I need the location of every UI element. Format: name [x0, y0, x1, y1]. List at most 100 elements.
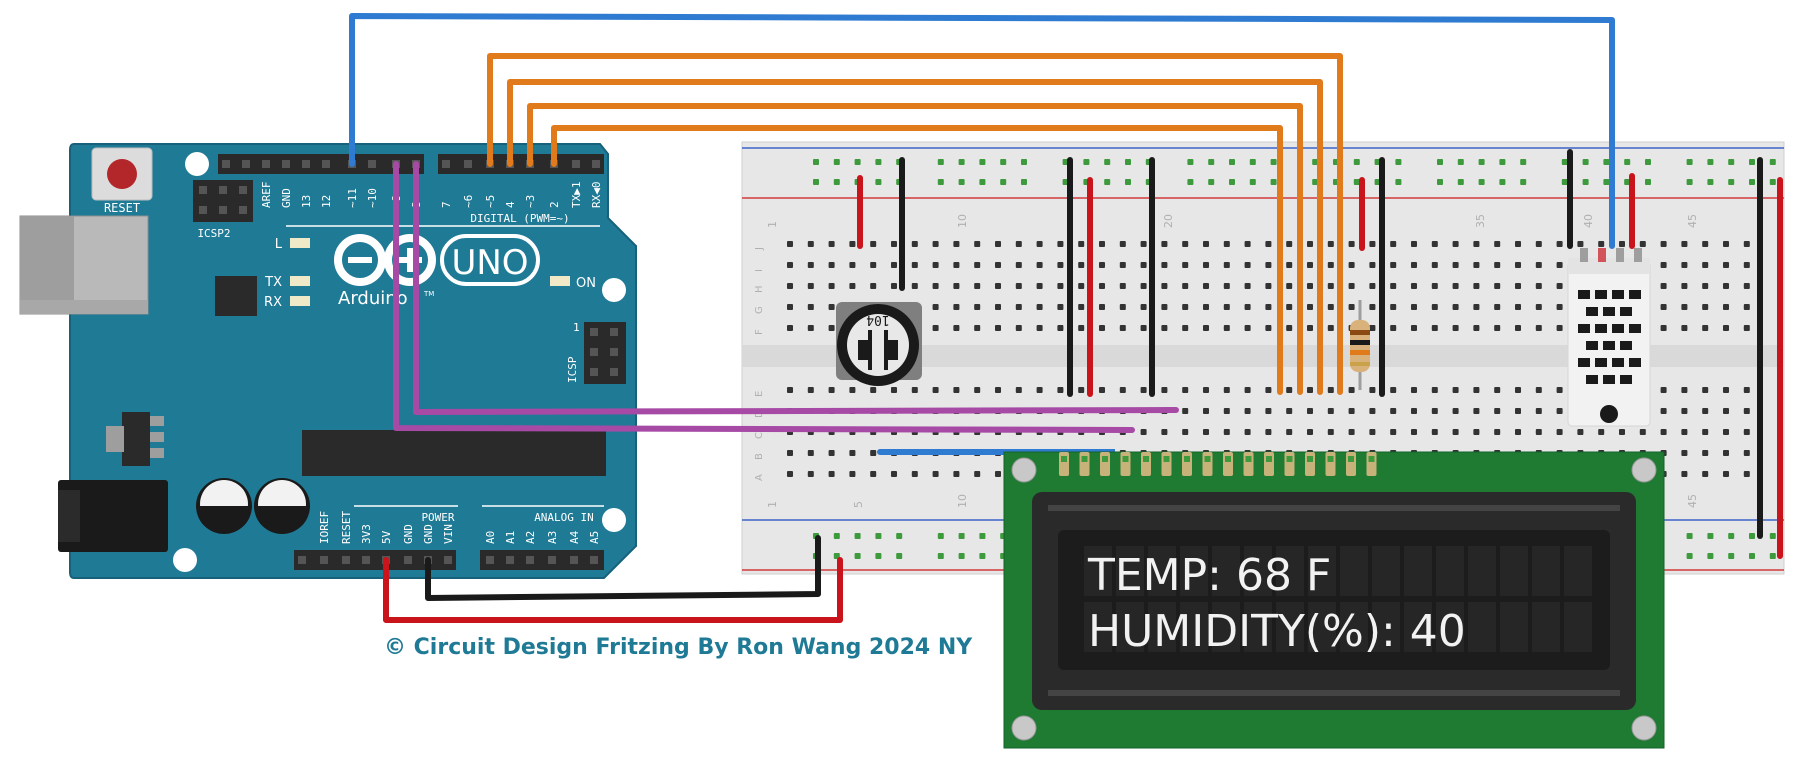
- atmega-chip: [302, 430, 606, 476]
- breadboard-hole: [1660, 429, 1667, 435]
- breadboard-hole: [1099, 387, 1105, 393]
- rail-hole: [1645, 179, 1651, 185]
- column-number-35-top: 35: [1474, 214, 1487, 228]
- header-pin: [302, 160, 310, 168]
- breadboard-hole: [995, 304, 1001, 310]
- header-pin: [282, 160, 290, 168]
- breadboard-hole: [1265, 429, 1272, 435]
- breadboard-hole: [870, 387, 877, 393]
- breadboard-hole: [1702, 450, 1709, 456]
- breadboard-hole: [953, 471, 960, 477]
- breadboard-hole: [1452, 408, 1459, 414]
- breadboard-hole: [1203, 408, 1209, 414]
- breadboard-hole: [1307, 325, 1313, 331]
- breadboard-hole: [1307, 429, 1313, 435]
- rail-hole: [875, 533, 882, 539]
- lcd-cell: [1308, 602, 1336, 652]
- column-number-40-top: 40: [1582, 214, 1595, 228]
- grille-slot: [1586, 341, 1598, 350]
- breadboard-hole: [1390, 262, 1397, 268]
- breadboard-hole: [1431, 325, 1438, 331]
- digital-pin-label: TX▶1: [570, 182, 583, 209]
- rail-hole: [896, 533, 903, 539]
- breadboard-hole: [1681, 262, 1688, 268]
- lcd-pin: [1120, 452, 1131, 476]
- breadboard-hole: [891, 387, 897, 393]
- breadboard-hole: [995, 262, 1001, 268]
- breadboard-hole: [1369, 325, 1376, 331]
- header-pin: [444, 556, 452, 564]
- breadboard-hole: [932, 262, 939, 268]
- lcd-pin-pad: [1307, 456, 1313, 462]
- breadboard-hole: [1286, 408, 1293, 414]
- breadboard-hole: [1161, 429, 1168, 435]
- breadboard-hole: [1327, 387, 1334, 393]
- breadboard-hole: [870, 241, 877, 247]
- breadboard-hole: [1723, 429, 1729, 435]
- grille-slot: [1595, 358, 1607, 367]
- breadboard-hole: [1681, 283, 1688, 289]
- breadboard-hole: [1223, 241, 1230, 247]
- breadboard-hole: [911, 262, 918, 268]
- rail-hole: [1769, 533, 1776, 539]
- header-pin: [506, 556, 514, 564]
- credit-text: © Circuit Design Fritzing By Ron Wang 20…: [384, 635, 973, 660]
- breadboard-hole: [1743, 241, 1750, 247]
- breadboard-hole: [995, 325, 1001, 331]
- analog-pin-label: A5: [588, 531, 601, 544]
- breadboard-hole: [1743, 283, 1750, 289]
- breadboard-hole: [1390, 429, 1397, 435]
- breadboard-hole: [1140, 262, 1147, 268]
- breadboard-hole: [1348, 408, 1355, 414]
- breadboard-hole: [1723, 283, 1729, 289]
- logo-brand-text: Arduino: [338, 288, 408, 309]
- rail-hole: [1749, 553, 1755, 559]
- rail-hole: [1125, 159, 1131, 165]
- voltage-regulator: [106, 412, 164, 466]
- led-on-indicator: [550, 276, 570, 286]
- header-pin: [590, 556, 598, 564]
- potentiometer[interactable]: [836, 302, 922, 386]
- rail-hole: [1353, 179, 1360, 185]
- breadboard-hole: [828, 471, 835, 477]
- breadboard-hole: [1036, 262, 1043, 268]
- reset-button[interactable]: [91, 147, 153, 201]
- header-pin: [572, 160, 580, 168]
- breadboard-hole: [1723, 387, 1729, 393]
- breadboard-hole: [1057, 325, 1064, 331]
- header-pin: [322, 160, 330, 168]
- power-pin-label: GND: [422, 524, 435, 544]
- breadboard-hole: [1743, 304, 1750, 310]
- rail-hole: [1707, 533, 1714, 539]
- rail-hole: [1312, 159, 1319, 165]
- lcd-pin: [1079, 452, 1090, 476]
- breadboard-hole: [995, 471, 1001, 477]
- breadboard-hole: [1140, 283, 1147, 289]
- analog-label: ANALOG IN: [534, 511, 594, 524]
- rail-hole: [1707, 179, 1714, 185]
- breadboard-hole: [1660, 325, 1667, 331]
- breadboard-hole: [1327, 262, 1334, 268]
- breadboard-hole: [1702, 241, 1709, 247]
- lcd-cell: [1500, 602, 1528, 652]
- breadboard-hole: [870, 471, 877, 477]
- arduino-uno-board: RESET ICSP2 L: [19, 143, 637, 579]
- breadboard-hole: [1327, 304, 1334, 310]
- power-header-pins: [298, 556, 598, 564]
- breadboard-hole: [1140, 241, 1147, 247]
- lcd-cell: [1244, 546, 1272, 596]
- breadboard-hole: [1556, 283, 1563, 289]
- rail-hole: [1395, 179, 1402, 185]
- mounting-hole: [185, 152, 209, 176]
- header-pin: [548, 556, 556, 564]
- breadboard-hole: [1286, 304, 1293, 310]
- rail-hole: [1499, 159, 1506, 165]
- breadboard-hole: [1702, 325, 1709, 331]
- breadboard-hole: [1119, 283, 1126, 289]
- rail-hole: [1561, 179, 1568, 185]
- breadboard-hole: [1223, 304, 1230, 310]
- lcd-cell: [1500, 546, 1528, 596]
- breadboard-hole: [849, 241, 856, 247]
- breadboard-hole: [1411, 408, 1417, 414]
